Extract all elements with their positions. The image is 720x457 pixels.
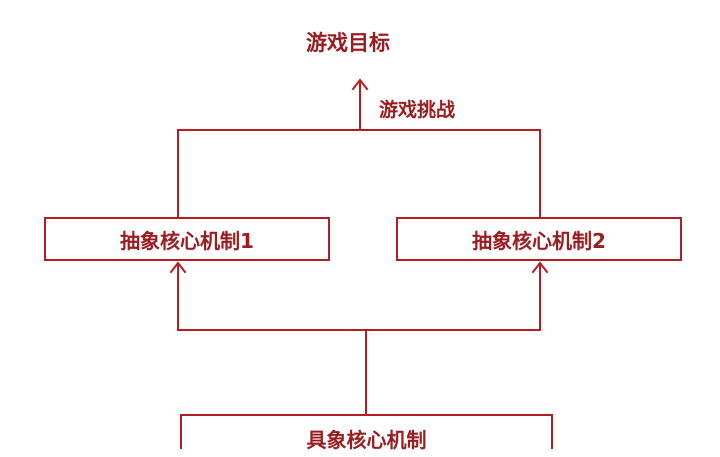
game-goal-label: 游戏目标 [306, 31, 390, 55]
abstract-1-arrowhead [169, 261, 187, 274]
game-challenge-label: 游戏挑战 [379, 99, 456, 121]
abstract-mechanism-1-box [44, 217, 330, 261]
goal-arrowhead [351, 78, 369, 91]
top-bracket-line [177, 129, 541, 219]
abstract-mechanism-1-label: 抽象核心机制1 [120, 228, 254, 253]
bottom-bracket-line [177, 263, 541, 331]
abstract-2-arrowhead [531, 261, 549, 274]
abstract-mechanism-2-label: 抽象核心机制2 [472, 228, 606, 253]
concrete-mechanism-label: 具象核心机制 [306, 428, 427, 452]
